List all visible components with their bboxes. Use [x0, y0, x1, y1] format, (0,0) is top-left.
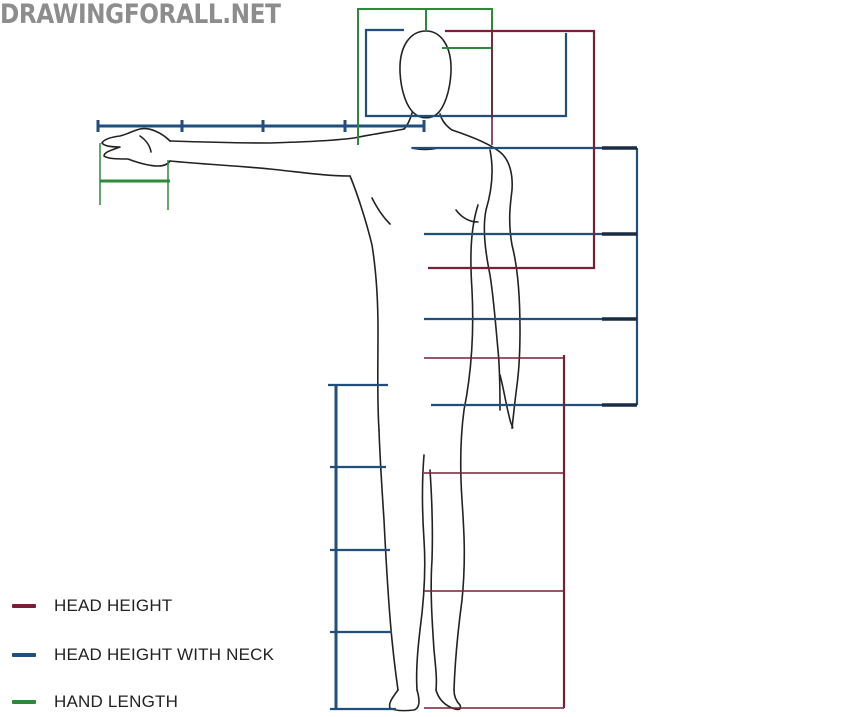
figure-feet: [388, 689, 420, 712]
figure-neck: [403, 112, 413, 130]
legend-label: HEAD HEIGHT: [54, 596, 173, 615]
legend-label: HAND LENGTH: [54, 692, 179, 711]
head-height-lower: [424, 355, 566, 709]
legend-item-head-height: HEAD HEIGHT: [12, 596, 172, 616]
blue-line-swatch-icon: [12, 653, 36, 657]
figure-torso-right: [453, 204, 479, 691]
figure-hand: [101, 127, 171, 167]
head-height-upper: [428, 29, 596, 270]
legend-item-head-height-with-neck: HEAD HEIGHT WITH NECK: [12, 645, 274, 665]
figure-arm-bottom: [169, 160, 351, 177]
figure-right-shoulder: [451, 129, 521, 429]
site-logo: DRAWINGFORALL.NET: [0, 0, 281, 30]
head-neck-box: [364, 28, 639, 407]
figure-arm-top: [169, 128, 405, 144]
leg-head-neck-measure: [328, 383, 396, 711]
figure-torso-left: [349, 175, 380, 431]
figure-head: [399, 30, 452, 119]
legend-item-hand-length: HAND LENGTH: [12, 692, 178, 712]
figure-left-leg: [378, 429, 399, 691]
legend-label: HEAD HEIGHT WITH NECK: [54, 645, 275, 664]
arm-head-neck-measure: [96, 120, 426, 132]
hand-length-measure: [99, 143, 170, 210]
red-line-swatch-icon: [12, 604, 36, 608]
green-line-swatch-icon: [12, 700, 36, 704]
